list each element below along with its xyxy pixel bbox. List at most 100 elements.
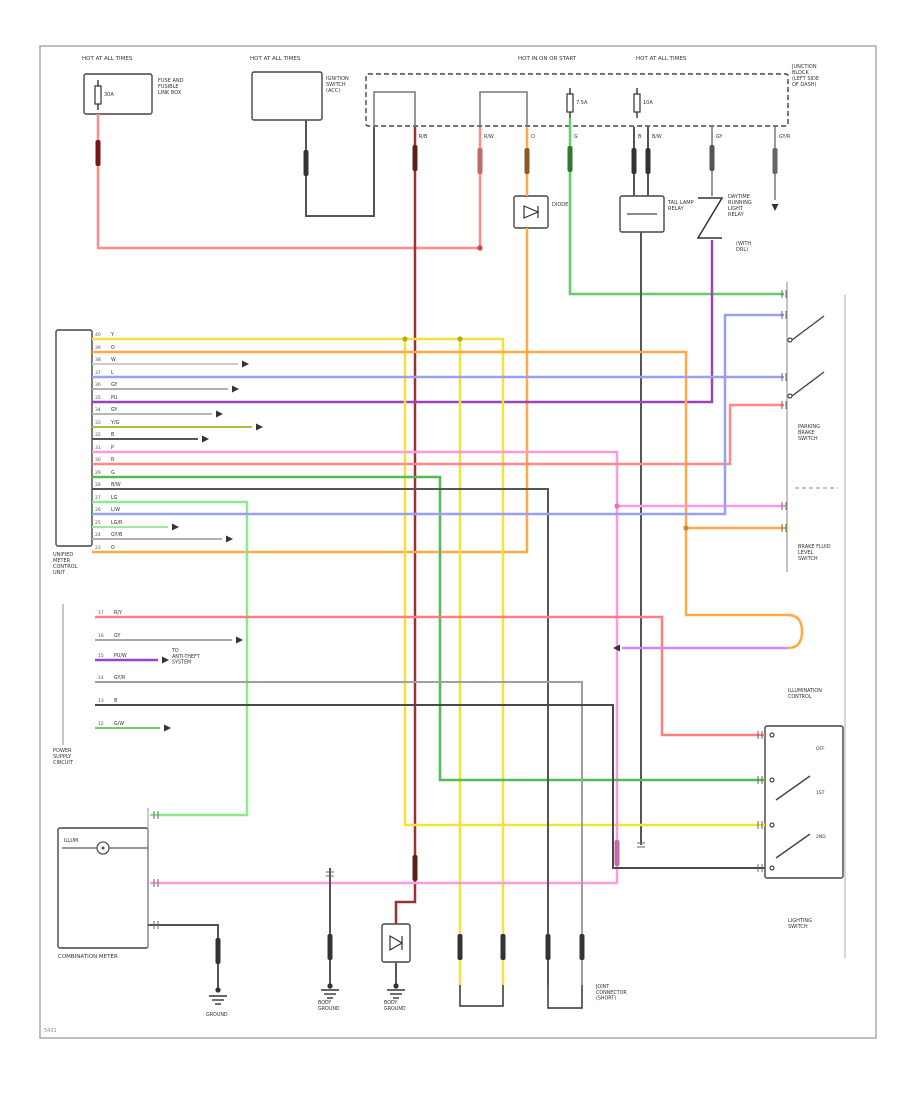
wire-color-code: R/Y: [114, 610, 122, 616]
connector-segment: [545, 934, 551, 960]
wire-color-code: B/W: [652, 134, 662, 140]
wire-color-code: R: [111, 457, 115, 463]
wire-color-code: LG/R: [111, 520, 123, 526]
component-label: GROUND: [206, 1012, 228, 1018]
junction-dot: [402, 336, 408, 342]
wire-color-code: B: [111, 432, 114, 438]
wire-row-orange-meter: [92, 350, 788, 617]
pin-number: 40: [95, 332, 101, 338]
wire-low-red-switch: [95, 615, 765, 737]
pin-number: 39: [95, 345, 101, 351]
connector-segment: [709, 145, 715, 171]
diode-icon: [523, 205, 540, 219]
pin-number: 37: [95, 370, 101, 376]
switch-terminal: [787, 393, 793, 399]
wire-bus-staple-2: [479, 91, 528, 126]
pin-number: 36: [95, 382, 101, 388]
ignition-switch-box: [251, 71, 323, 121]
switch-terminal: [769, 732, 775, 738]
junction-dot: [457, 336, 463, 342]
wire-ignition-feed-black: [305, 120, 375, 217]
fuse-icon: [94, 85, 102, 105]
pin-number: 35: [95, 395, 101, 401]
wire-color-code: G/W: [114, 721, 124, 727]
wire-row-ltgreen-meter: [92, 500, 249, 817]
junction-block-box: [365, 73, 789, 127]
door-diode-box: [381, 923, 411, 963]
switch-blade: [791, 315, 825, 341]
component-label: COMBINATION METER: [58, 954, 118, 960]
diode-icon: [389, 934, 404, 952]
connector-segment: [772, 148, 778, 174]
component-label: OFF: [816, 746, 825, 752]
wire-joint-u-yellow: [459, 985, 504, 1007]
drl-diode-icon: [696, 197, 724, 239]
page-border: [39, 45, 877, 1039]
wire-color-code: L/W: [111, 507, 120, 513]
pin-number: 24: [95, 532, 101, 538]
wire-row-pink-illum: [92, 450, 619, 885]
wire-color-code: G: [574, 134, 578, 140]
wire-row-red-warning: [92, 403, 784, 466]
component-label: DIODE: [552, 202, 568, 208]
wire-color-code: GY: [111, 407, 117, 413]
pin-number: 27: [95, 495, 101, 501]
wire-illum-jumper-arc: [787, 613, 804, 650]
wire-battery-feed-red: [96, 114, 482, 250]
wire-color-code: R/B: [419, 134, 427, 140]
pin-number: 33: [95, 420, 101, 426]
junction-dot: [215, 987, 221, 993]
switch-terminal: [769, 822, 775, 828]
component-label: HOT AT ALL TIMES: [636, 56, 687, 62]
wire-drl-purple: [92, 240, 714, 404]
flow-arrow: [256, 423, 263, 431]
wire-color-code: L: [111, 370, 114, 376]
diode-box: [513, 195, 549, 229]
connector-segment: [215, 938, 221, 964]
connector-segment: [579, 934, 585, 960]
switch-blade: [791, 371, 825, 397]
wire-yellow-branch-switch: [403, 339, 765, 827]
flow-arrow: [232, 385, 239, 393]
wire-low-gray-joint: [95, 681, 583, 985]
wire-row-yellow-illum: [92, 337, 505, 985]
pin-number: 25: [95, 520, 101, 526]
wire-color-code: B/W: [111, 482, 121, 488]
junction-dot: [614, 503, 620, 509]
pin-number: 28: [95, 482, 101, 488]
wire-bus-staple-1: [373, 91, 416, 126]
fuse-icon: [566, 93, 574, 113]
component-label: 5431: [44, 1028, 57, 1034]
flow-arrow: [613, 644, 620, 652]
flow-arrow: [202, 435, 209, 443]
lamp-filament: [101, 846, 105, 850]
component-label: ILLUM: [64, 838, 78, 844]
wire-color-code: GY/R: [114, 675, 126, 681]
flow-arrow: [236, 636, 243, 644]
wire-color-code: GY: [114, 633, 120, 639]
connector-segment: [95, 140, 101, 166]
connector-segment: [412, 145, 418, 171]
component-label: HOT AT ALL TIMES: [82, 56, 133, 62]
junction-dot: [477, 245, 483, 251]
connector-segment: [614, 840, 620, 866]
pin-number: 16: [98, 633, 104, 639]
connector-segment: [500, 934, 506, 960]
component-label: HOT AT ALL TIMES: [250, 56, 301, 62]
pin-number: 14: [98, 675, 104, 681]
connector-segment: [412, 855, 418, 881]
wire-color-code: O: [531, 134, 535, 140]
flow-arrow: [771, 204, 779, 211]
wire-color-code: O: [111, 345, 115, 351]
